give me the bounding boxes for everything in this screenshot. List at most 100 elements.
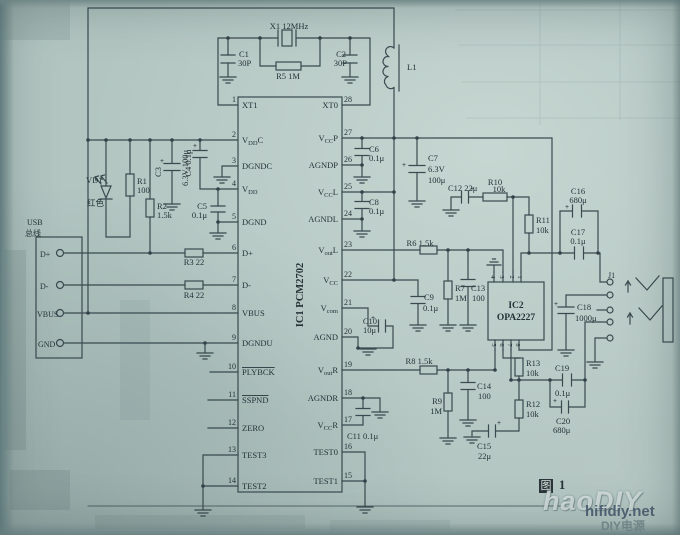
svg-text:PLYBCK: PLYBCK bbox=[242, 367, 276, 377]
pin-num: 18 bbox=[344, 388, 352, 397]
svg-text:C6: C6 bbox=[369, 144, 379, 154]
svg-text:+: + bbox=[554, 300, 558, 308]
svg-text:C3: C3 bbox=[153, 167, 163, 177]
svg-text:C19: C19 bbox=[555, 363, 569, 373]
svg-text:R13: R13 bbox=[526, 358, 540, 368]
svg-text:C14: C14 bbox=[477, 381, 492, 391]
pin-num: 22 bbox=[344, 270, 352, 279]
pin-num: 28 bbox=[344, 95, 352, 104]
capacitor-c19 bbox=[561, 373, 573, 387]
ic2-opa2227: IC2 OPA2227 4 3 2 1 5 6 7 8 bbox=[487, 271, 545, 351]
svg-text:10k: 10k bbox=[526, 409, 540, 419]
usb-terminal-vbus bbox=[55, 308, 65, 318]
ic2-label-2: OPA2227 bbox=[497, 313, 536, 323]
svg-text:R9: R9 bbox=[432, 396, 442, 406]
svg-text:+: + bbox=[371, 314, 375, 322]
svg-text:C5: C5 bbox=[197, 201, 207, 211]
svg-text:D-: D- bbox=[242, 280, 251, 290]
svg-text:30P: 30P bbox=[238, 58, 252, 68]
svg-text:ZERO: ZERO bbox=[242, 423, 264, 433]
pin-num: 19 bbox=[344, 360, 352, 369]
component-labels: X1 12MHz C1 30P C2 30P R5 1M L1 VD1 红色 R… bbox=[86, 21, 597, 461]
usb-pin-label: VBUS bbox=[37, 310, 58, 319]
resistor-r9 bbox=[443, 392, 453, 412]
svg-text:R10: R10 bbox=[488, 177, 502, 187]
svg-text:C4 0.1μ: C4 0.1μ bbox=[183, 149, 193, 177]
svg-text:100: 100 bbox=[137, 185, 150, 195]
svg-text:VCCL: VCCL bbox=[318, 187, 338, 199]
pin-num: 21 bbox=[344, 298, 352, 307]
svg-text:R11: R11 bbox=[536, 215, 550, 225]
resistor-r5 bbox=[275, 61, 302, 71]
svg-text:C10: C10 bbox=[363, 316, 377, 326]
ground-symbols bbox=[163, 76, 604, 517]
capacitor-c20 bbox=[560, 400, 570, 414]
svg-text:C16: C16 bbox=[571, 186, 585, 196]
pin-num: 13 bbox=[228, 445, 236, 454]
pin-num: 11 bbox=[228, 390, 236, 399]
resistor-r4 bbox=[184, 280, 204, 290]
pin-num: 17 bbox=[344, 415, 352, 424]
pin-num: 20 bbox=[344, 327, 352, 336]
svg-text:10μ: 10μ bbox=[363, 325, 377, 335]
jack-spring-left bbox=[635, 275, 660, 291]
component-symbols bbox=[86, 29, 604, 517]
pin-num: 9 bbox=[232, 333, 236, 342]
pin-num: 4 bbox=[232, 179, 236, 188]
led-vd1 bbox=[94, 174, 113, 200]
svg-text:C11 0.1μ: C11 0.1μ bbox=[347, 431, 379, 441]
watermark-hifidiy: hifidiy.net bbox=[585, 503, 655, 520]
page-edge-bottom bbox=[0, 523, 680, 535]
page-edge-right bbox=[672, 0, 680, 535]
svg-text:VoutL: VoutL bbox=[318, 245, 338, 257]
capacitor-c8 bbox=[354, 200, 370, 210]
svg-text:C9: C9 bbox=[424, 292, 434, 302]
resistor-r13 bbox=[514, 357, 524, 377]
svg-text:C15: C15 bbox=[477, 441, 491, 451]
svg-text:DGND: DGND bbox=[242, 217, 267, 227]
svg-text:VCCR: VCCR bbox=[318, 420, 339, 432]
svg-text:0.1μ: 0.1μ bbox=[423, 303, 439, 313]
svg-text:R7: R7 bbox=[455, 283, 465, 293]
svg-text:100: 100 bbox=[478, 391, 491, 401]
svg-text:TEST3: TEST3 bbox=[242, 450, 267, 460]
svg-text:0.1μ: 0.1μ bbox=[192, 210, 208, 220]
svg-text:DGNDU: DGNDU bbox=[242, 338, 273, 348]
pin-num: 3 bbox=[232, 156, 236, 165]
pin-num: 26 bbox=[344, 155, 352, 164]
usb-title-1: USB bbox=[27, 218, 43, 227]
capacitor-c4 bbox=[192, 149, 208, 159]
svg-text:10k: 10k bbox=[536, 225, 550, 235]
pin-num: 10 bbox=[228, 362, 236, 371]
svg-text:C2: C2 bbox=[336, 49, 346, 59]
svg-text:680μ: 680μ bbox=[553, 425, 571, 435]
svg-text:6: 6 bbox=[498, 343, 505, 347]
svg-text:R5 1M: R5 1M bbox=[276, 71, 300, 81]
svg-text:100μ: 100μ bbox=[428, 175, 446, 185]
ic1-pcm2702: IC1 PCM2702 1 2 3 4 5 6 7 8 9 10 11 12 1… bbox=[228, 95, 352, 493]
svg-text:1M: 1M bbox=[430, 406, 442, 416]
jack-arrows bbox=[624, 280, 634, 325]
pin-num: 5 bbox=[232, 212, 236, 221]
svg-text:D+: D+ bbox=[242, 248, 253, 258]
resistor-r8 bbox=[419, 365, 438, 375]
svg-text:R8 1.5k: R8 1.5k bbox=[406, 356, 434, 366]
resistor-r7 bbox=[443, 280, 453, 300]
capacitor-c13 bbox=[460, 278, 476, 288]
capacitor-c5 bbox=[210, 205, 226, 213]
svg-text:红色: 红色 bbox=[87, 198, 105, 208]
svg-text:AGNDL: AGNDL bbox=[308, 214, 338, 224]
figure-caption-number: 1 bbox=[559, 478, 566, 492]
svg-text:0.1μ: 0.1μ bbox=[555, 388, 571, 398]
svg-text:1000μ: 1000μ bbox=[575, 313, 597, 323]
svg-text:R12: R12 bbox=[526, 399, 540, 409]
ic2-label-1: IC2 bbox=[508, 301, 524, 311]
watermark-haodiy: haoDIY bbox=[543, 486, 643, 516]
page-edge-left bbox=[0, 0, 14, 535]
svg-text:XT1: XT1 bbox=[242, 100, 258, 110]
capacitor-c6 bbox=[354, 147, 370, 157]
usb-terminal-dplus bbox=[55, 248, 65, 258]
svg-text:VCCP: VCCP bbox=[318, 133, 338, 145]
svg-text:1: 1 bbox=[516, 275, 523, 278]
svg-text:C13: C13 bbox=[471, 283, 485, 293]
